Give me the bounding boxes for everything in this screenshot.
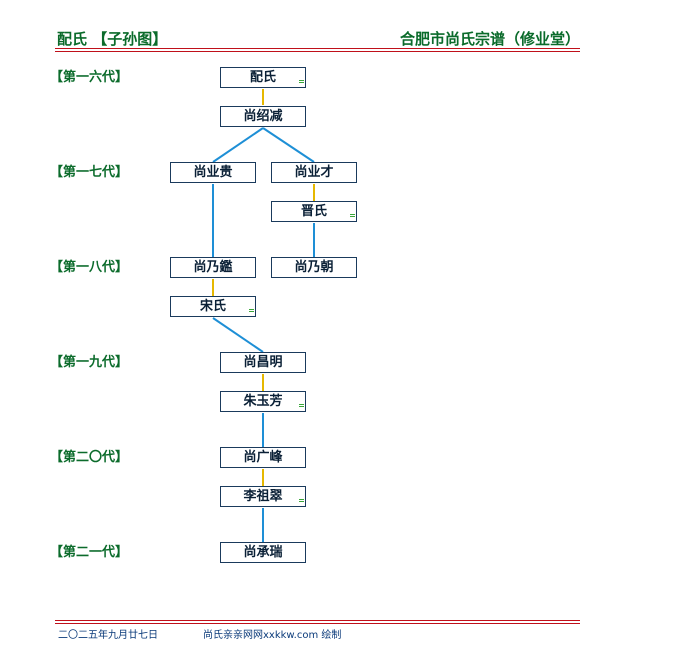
spouse-marker-icon [249, 309, 254, 315]
parent-line [262, 127, 315, 163]
generation-label: 【第二一代】 [50, 545, 129, 560]
person-name: 尚乃朝 [294, 260, 334, 275]
generation-label: 【第一六代】 [50, 70, 129, 85]
person-name: 尚业贵 [193, 165, 233, 180]
person-name: 配氏 [249, 70, 276, 85]
person-box-spouse[interactable]: 李祖翠 [220, 486, 306, 507]
person-name: 尚承瑞 [243, 545, 283, 560]
person-box-spouse[interactable]: 宋氏 [170, 296, 256, 317]
header-rule-bottom [55, 51, 580, 52]
person-box-spouse[interactable]: 朱玉芳 [220, 391, 306, 412]
person-box[interactable]: 尚业才 [271, 162, 357, 183]
person-name: 尚昌明 [243, 355, 283, 370]
generation-label: 【第一八代】 [50, 260, 129, 275]
person-box-spouse[interactable]: 配氏 [220, 67, 306, 88]
footer-date: 二〇二五年九月廿七日 [58, 630, 158, 641]
page-title: 配氏 【子孙图】 [57, 30, 168, 48]
person-name: 尚乃鑑 [193, 260, 233, 275]
person-name: 尚绍减 [243, 109, 283, 124]
parent-line [212, 317, 264, 353]
spouse-marker-icon [299, 404, 304, 410]
spouse-marker-icon [350, 214, 355, 220]
generation-label: 【第二〇代】 [50, 450, 129, 465]
person-name: 朱玉芳 [243, 394, 283, 409]
footer-rule-bottom [55, 623, 580, 624]
person-box-spouse[interactable]: 晋氏 [271, 201, 357, 222]
generation-label: 【第一九代】 [50, 355, 129, 370]
generation-label: 【第一七代】 [50, 165, 129, 180]
person-name: 李祖翠 [243, 489, 283, 504]
footer-rule-top [55, 620, 580, 621]
person-box[interactable]: 尚业贵 [170, 162, 256, 183]
person-name: 尚广峰 [243, 450, 283, 465]
parent-line [212, 127, 264, 163]
spouse-marker-icon [299, 80, 304, 86]
spouse-marker-icon [299, 499, 304, 505]
person-box[interactable]: 尚乃朝 [271, 257, 357, 278]
person-box[interactable]: 尚绍减 [220, 106, 306, 127]
person-box[interactable]: 尚昌明 [220, 352, 306, 373]
person-box[interactable]: 尚广峰 [220, 447, 306, 468]
person-name: 宋氏 [199, 299, 226, 314]
footer-credit: 尚氏亲亲网网xxkkw.com 绘制 [203, 630, 342, 641]
person-name: 晋氏 [300, 204, 327, 219]
header-rule-top [55, 48, 580, 49]
person-name: 尚业才 [294, 165, 334, 180]
person-box[interactable]: 尚承瑞 [220, 542, 306, 563]
person-box[interactable]: 尚乃鑑 [170, 257, 256, 278]
genealogy-title: 合肥市尚氏宗谱（修业堂） [399, 30, 580, 48]
